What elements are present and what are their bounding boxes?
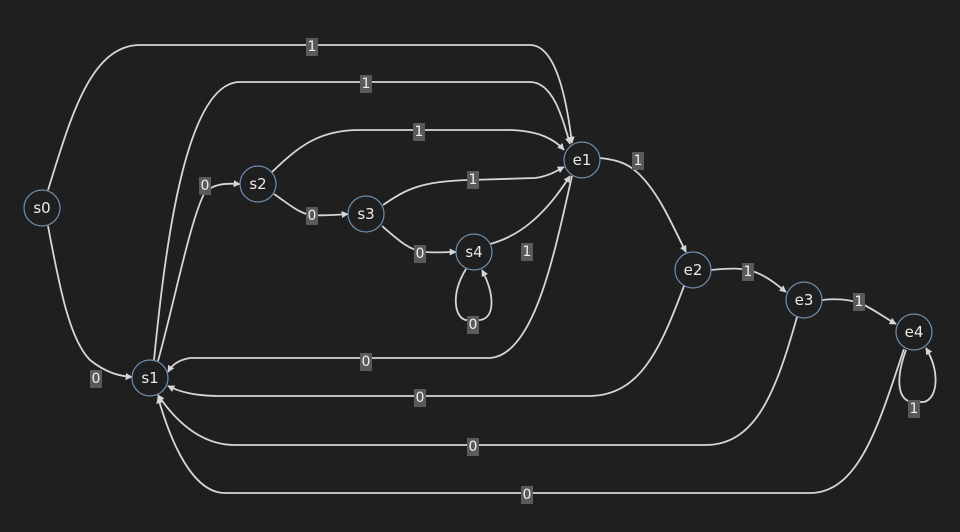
- edge-label-text: 1: [855, 294, 864, 310]
- node-circle: [455, 233, 493, 271]
- edge-label-text: 0: [416, 246, 425, 262]
- edge-s1-e1: [153, 81, 572, 361]
- edge-s4-e1: [489, 175, 571, 245]
- edge-label-background: [414, 245, 426, 263]
- edge-label-background: [521, 243, 533, 261]
- edge-label-s4-e1: 1: [521, 243, 533, 261]
- edge-label-s1-s2: 0: [199, 177, 211, 195]
- edge-label-background: [306, 207, 318, 225]
- node-label: e4: [905, 323, 924, 341]
- node-label: e2: [684, 261, 703, 279]
- node-s4: s4: [455, 233, 493, 271]
- edge-label-background: [467, 438, 479, 456]
- node-circle: [23, 189, 61, 227]
- edge-label-text: 1: [308, 39, 317, 55]
- node-s2: s2: [239, 165, 277, 203]
- node-circle: [131, 359, 169, 397]
- edge-label-text: 0: [416, 390, 425, 406]
- node-circle: [895, 313, 933, 351]
- edge-e4-s1: [156, 348, 905, 494]
- edge-label-text: 0: [92, 371, 101, 387]
- edge-label-s1-e1: 1: [360, 75, 372, 93]
- node-circle: [239, 165, 277, 203]
- edge-label-text: 1: [910, 401, 919, 417]
- node-label: s2: [249, 175, 266, 193]
- edge-e3-s1: [157, 316, 798, 446]
- node-e1: e1: [563, 141, 601, 179]
- edge-label-background: [467, 316, 479, 334]
- node-label: s0: [33, 199, 50, 217]
- edge-e1-s1: [167, 175, 573, 373]
- edge-label-s3-e1: 1: [467, 171, 479, 189]
- edge-e2-s1: [167, 285, 685, 397]
- node-label: s3: [357, 205, 374, 223]
- edge-label-e2-s1: 0: [414, 389, 426, 407]
- edge-label-background: [908, 400, 920, 418]
- edge-label-e1-e2: 1: [632, 152, 644, 170]
- edge-e1-e2: [599, 157, 687, 253]
- edge-label-text: 0: [308, 208, 317, 224]
- edge-label-background: [467, 171, 479, 189]
- edge-label-s2-e1: 1: [413, 123, 425, 141]
- edge-label-text: 1: [415, 124, 424, 140]
- edge-label-text: 1: [469, 172, 478, 188]
- node-circle: [347, 195, 385, 233]
- edge-label-e3-s1: 0: [467, 438, 479, 456]
- node-label: s1: [141, 369, 158, 387]
- node-s1: s1: [131, 359, 169, 397]
- edge-label-background: [853, 293, 865, 311]
- edge-label-background: [632, 152, 644, 170]
- node-label: e1: [573, 151, 592, 169]
- edge-label-text: 0: [469, 317, 478, 333]
- edge-label-s0-e1: 1: [306, 38, 318, 56]
- edge-label-text: 1: [744, 264, 753, 280]
- edge-label-e1-s1: 0: [360, 353, 372, 371]
- node-circle: [563, 141, 601, 179]
- edge-e4-e4: [898, 347, 937, 403]
- edge-label-background: [360, 353, 372, 371]
- edge-label-s3-s4: 0: [414, 245, 426, 263]
- edge-label-text: 0: [201, 178, 210, 194]
- edge-label-background: [414, 389, 426, 407]
- edge-label-e4-s1: 0: [521, 486, 533, 504]
- node-s0: s0: [23, 189, 61, 227]
- edge-label-text: 1: [362, 76, 371, 92]
- edge-label-text: 0: [469, 439, 478, 455]
- edge-label-background: [306, 38, 318, 56]
- node-e2: e2: [674, 251, 712, 289]
- edge-label-e2-e3: 1: [742, 263, 754, 281]
- edge-label-background: [413, 123, 425, 141]
- edge-label-background: [360, 75, 372, 93]
- edge-label-text: 0: [523, 487, 532, 503]
- edge-s2-e1: [271, 129, 565, 173]
- node-circle: [785, 281, 823, 319]
- node-circle: [674, 251, 712, 289]
- edge-label-background: [199, 177, 211, 195]
- node-e4: e4: [895, 313, 933, 351]
- edge-s0-e1: [47, 44, 575, 191]
- edge-label-s0-s1: 0: [90, 370, 102, 388]
- edge-label-s2-s3: 0: [306, 207, 318, 225]
- edge-label-s4-s4: 0: [467, 316, 479, 334]
- node-s3: s3: [347, 195, 385, 233]
- node-e3: e3: [785, 281, 823, 319]
- node-label: s4: [465, 243, 482, 261]
- edge-label-text: 1: [523, 244, 532, 260]
- edge-label-background: [90, 370, 102, 388]
- edge-label-background: [521, 486, 533, 504]
- edge-label-text: 0: [362, 354, 371, 370]
- edge-label-e3-e4: 1: [853, 293, 865, 311]
- edge-s4-s4: [454, 268, 493, 321]
- edge-label-e4-e4: 1: [908, 400, 920, 418]
- edge-label-background: [742, 263, 754, 281]
- edge-s0-s1: [47, 225, 133, 381]
- node-label: e3: [795, 291, 814, 309]
- edge-s1-s2: [157, 180, 241, 362]
- edge-label-text: 1: [634, 153, 643, 169]
